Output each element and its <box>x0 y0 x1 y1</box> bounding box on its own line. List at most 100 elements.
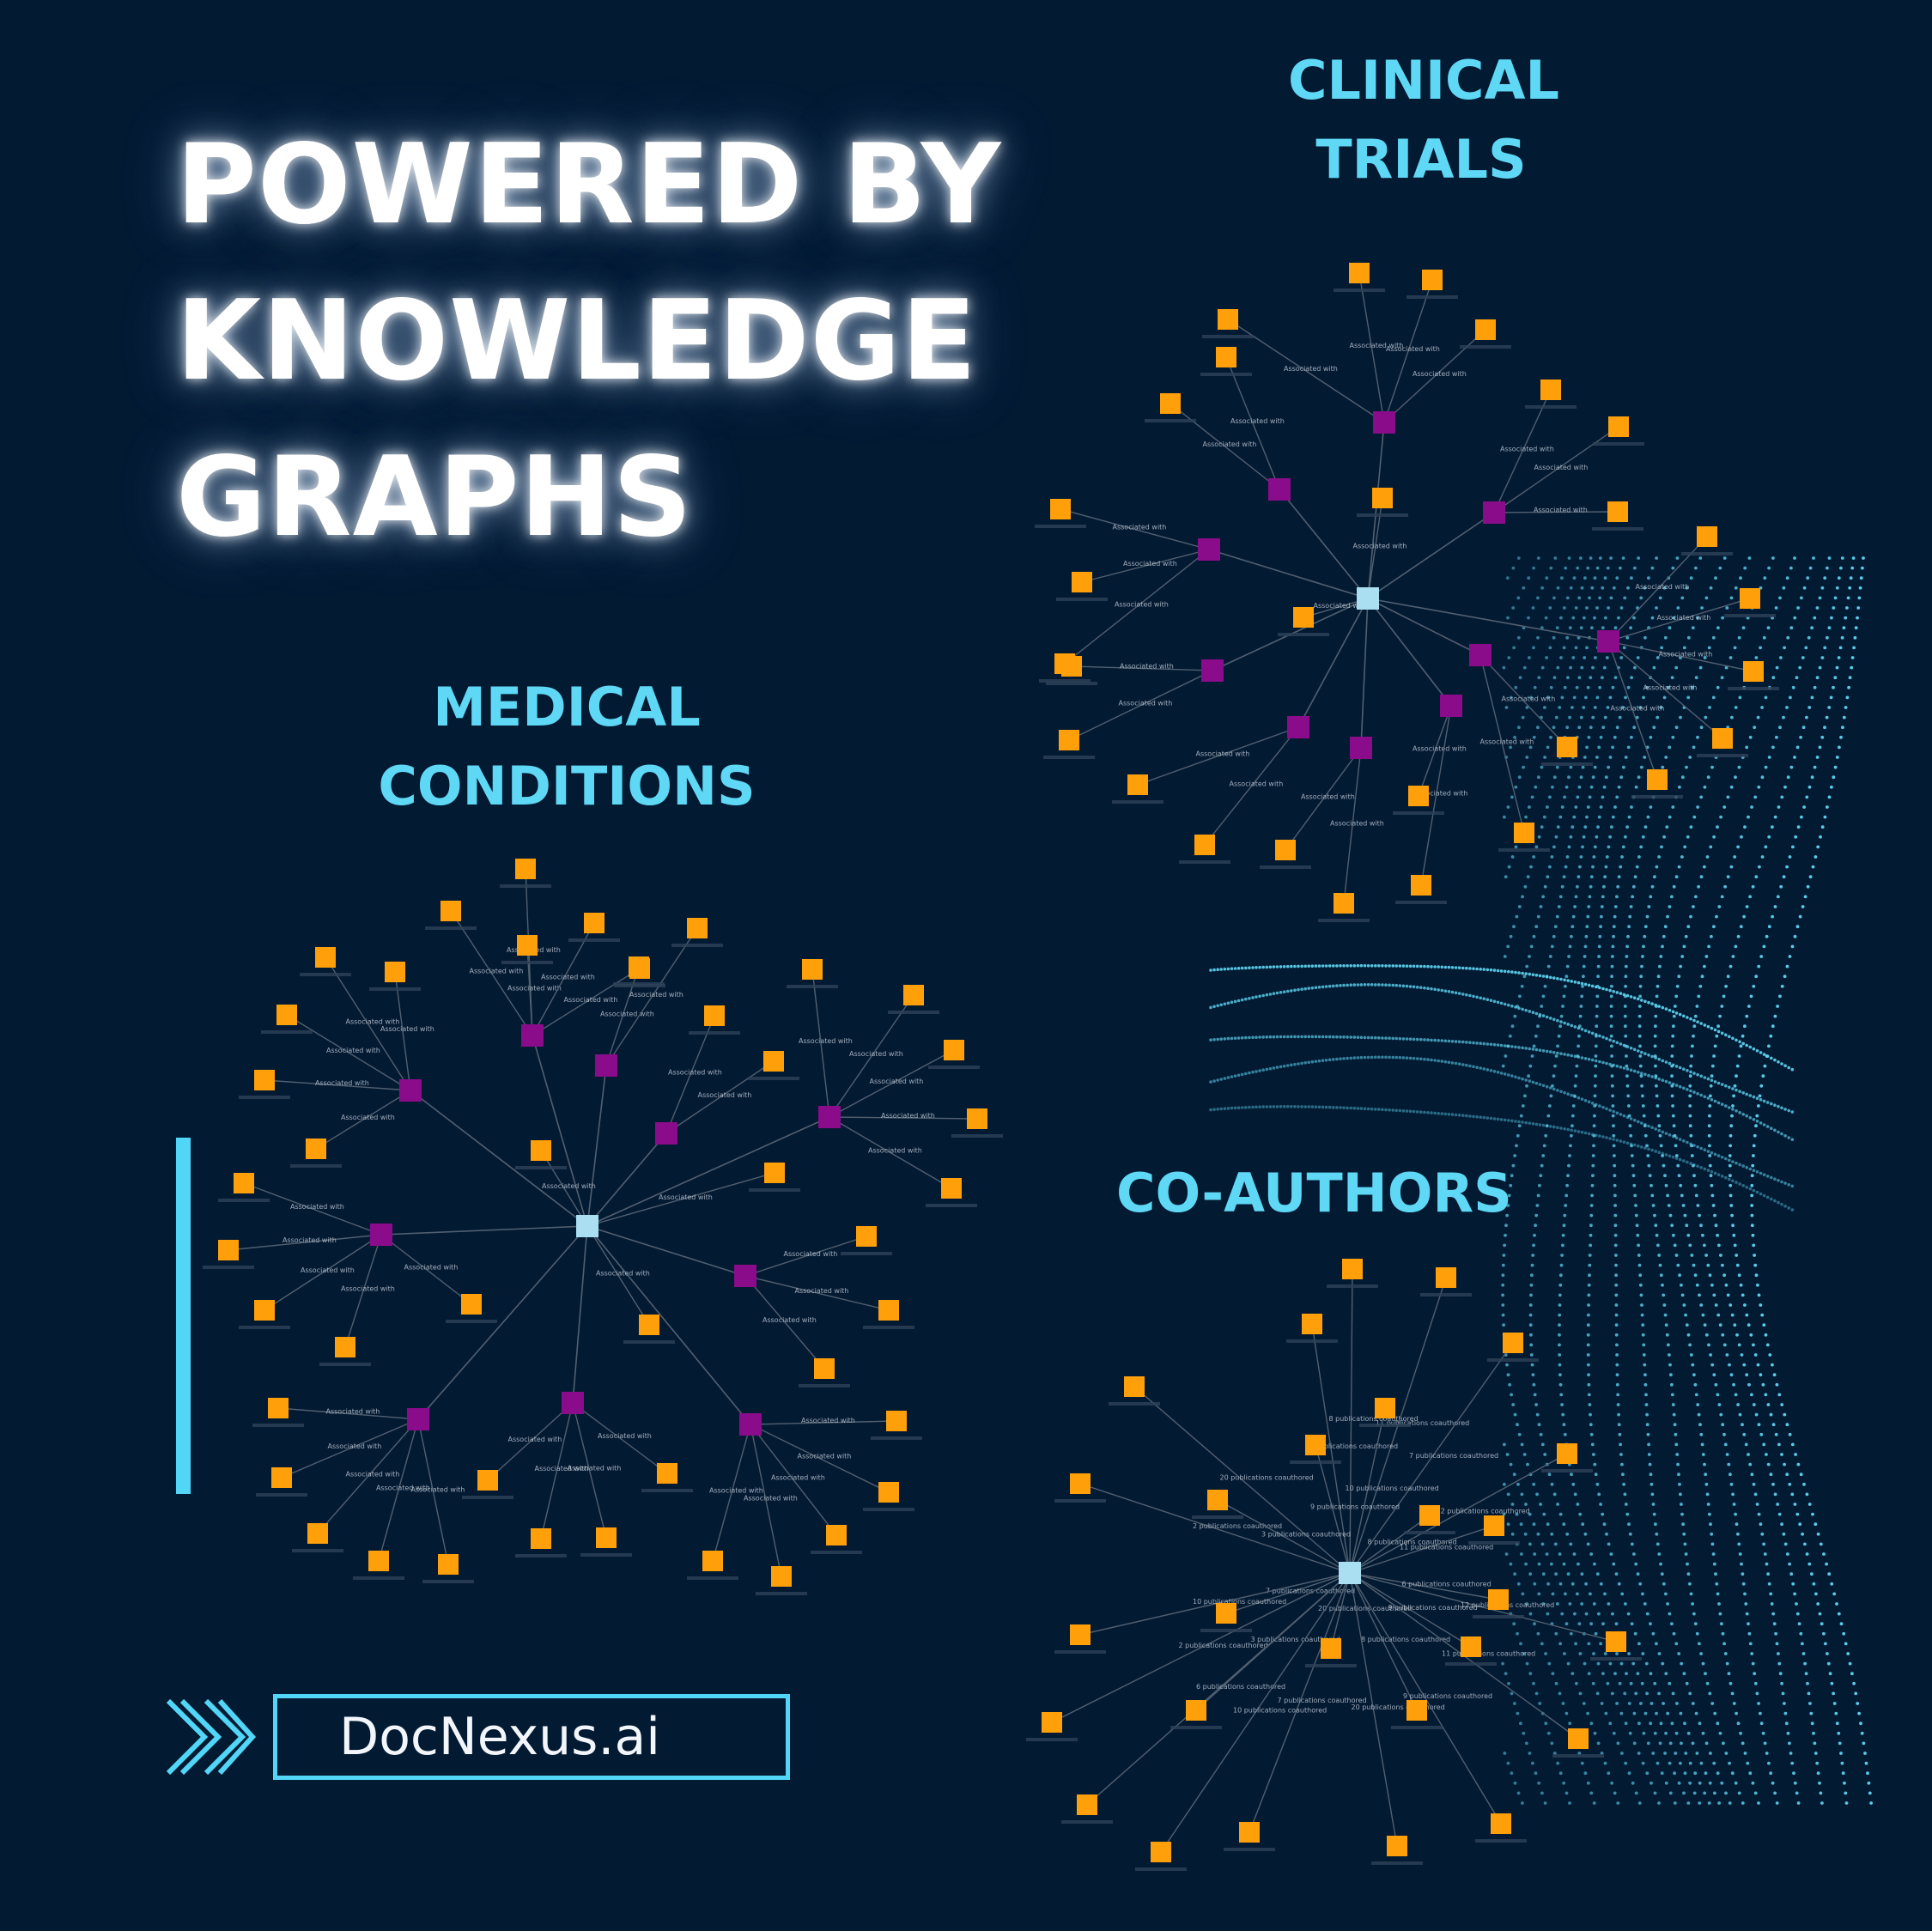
wave-dot <box>1622 646 1626 650</box>
wave-dot <box>1578 1512 1583 1516</box>
wave-dot <box>1549 1562 1553 1566</box>
wave-dot <box>1615 1382 1619 1387</box>
wave-dot <box>1783 646 1787 650</box>
wave-dot <box>1796 606 1801 610</box>
wave-dot <box>1662 1702 1665 1705</box>
wave-dot <box>1767 566 1771 570</box>
wave-dot <box>1843 1781 1846 1785</box>
wave-dot <box>1835 665 1839 670</box>
wave-dot <box>1638 1054 1643 1058</box>
wave-dot <box>1645 1412 1649 1417</box>
wave-dot <box>1641 1652 1645 1655</box>
wave-dot <box>1686 1731 1691 1735</box>
wave-dot <box>1585 646 1589 650</box>
wave-dot <box>1737 635 1741 640</box>
wave-dot <box>1738 695 1742 700</box>
node-caption-placeholder <box>1290 1460 1341 1464</box>
wave-dot <box>1637 1024 1642 1029</box>
wave-dot <box>1511 1163 1516 1168</box>
wave-dot <box>1737 765 1741 769</box>
wave-dot <box>1582 835 1586 839</box>
wave-dot <box>1686 1801 1691 1805</box>
wave-dot <box>1532 1382 1536 1387</box>
node-caption-placeholder <box>1420 1293 1472 1296</box>
wave-dot <box>1750 1652 1754 1655</box>
wave-dot <box>1595 1014 1599 1018</box>
wave-dot <box>1644 1403 1649 1406</box>
wave-dot <box>1805 1492 1809 1497</box>
wave-dot <box>1708 706 1711 709</box>
wave-dot <box>1501 1303 1505 1307</box>
wave-dot <box>1589 1423 1593 1427</box>
wave-dot <box>1764 845 1768 849</box>
wave-dot <box>1832 1592 1837 1596</box>
wave-dot <box>1816 845 1820 849</box>
wave-dot <box>1684 934 1688 938</box>
node-caption-placeholder <box>1468 1541 1520 1545</box>
wave-dot <box>1854 626 1858 630</box>
wave-dot <box>1795 676 1799 680</box>
wave-dot <box>1848 586 1852 590</box>
wave-dot <box>1826 1652 1829 1655</box>
wave-dot <box>1854 1691 1858 1696</box>
wave-dot <box>1528 1542 1532 1546</box>
wave-dot <box>1753 1791 1758 1795</box>
wave-dot <box>1751 884 1755 889</box>
wave-dot <box>1654 1522 1657 1527</box>
wave-dot <box>1714 1382 1718 1387</box>
wave-dot <box>1771 676 1776 680</box>
wave-dot <box>1810 626 1814 630</box>
wave-dot <box>1674 1005 1677 1008</box>
wave-dot <box>1580 1572 1584 1576</box>
wave-dot <box>1692 905 1695 908</box>
wave-dot <box>1707 1133 1711 1138</box>
wave-dot <box>1708 1691 1712 1696</box>
wave-dot <box>1670 1054 1674 1058</box>
wave-dot <box>1630 1144 1633 1148</box>
wave-dot <box>1700 1442 1704 1447</box>
wave-dot <box>1835 756 1839 759</box>
wave-dot <box>1613 914 1617 919</box>
wave-dot <box>1698 984 1703 988</box>
wave-dot <box>1554 1572 1558 1576</box>
wave-dot <box>1614 1273 1618 1278</box>
wave-dot <box>1760 775 1765 780</box>
wave-dot <box>1509 934 1513 938</box>
wave-dot <box>1603 576 1607 580</box>
wave-dot <box>1573 1084 1577 1088</box>
wave-dot <box>1553 925 1558 929</box>
wave-dot <box>1722 1741 1725 1746</box>
wave-dot <box>1689 1064 1693 1068</box>
wave-dot <box>1620 1462 1624 1466</box>
wave-dot <box>1739 1044 1743 1048</box>
wave-dot <box>1716 1592 1720 1596</box>
wave-dot <box>1780 1403 1784 1406</box>
wave-dot <box>1710 1283 1714 1287</box>
wave-dot <box>1788 1741 1791 1746</box>
wave-dot <box>1642 1114 1646 1118</box>
wave-dot <box>1701 1453 1705 1456</box>
wave-dot <box>1659 1722 1663 1726</box>
wave-dot <box>1537 835 1541 839</box>
wave-dot <box>1626 1612 1631 1616</box>
wave-dot <box>1619 1711 1624 1715</box>
wave-dot <box>1550 1532 1554 1536</box>
wave-dot <box>1819 1791 1823 1795</box>
wave-dot <box>1701 1233 1704 1237</box>
wave-dot <box>1827 706 1832 709</box>
wave-dot <box>1735 1333 1739 1337</box>
wave-dot <box>1779 656 1783 659</box>
node-caption-placeholder <box>1552 1754 1604 1758</box>
wave-dot <box>1705 1492 1710 1497</box>
wave-dot <box>1699 875 1704 879</box>
wave-dot <box>1523 1094 1527 1098</box>
wave-dot <box>1585 925 1589 929</box>
wave-dot <box>1769 1034 1773 1038</box>
wave-dot <box>1521 895 1524 899</box>
wave-dot <box>1632 1183 1637 1187</box>
wave-dot <box>1523 884 1528 889</box>
wave-dot <box>1608 695 1613 700</box>
wave-dot <box>1571 1114 1575 1118</box>
wave-dot <box>1713 1791 1716 1795</box>
wave-dot <box>1670 895 1674 899</box>
